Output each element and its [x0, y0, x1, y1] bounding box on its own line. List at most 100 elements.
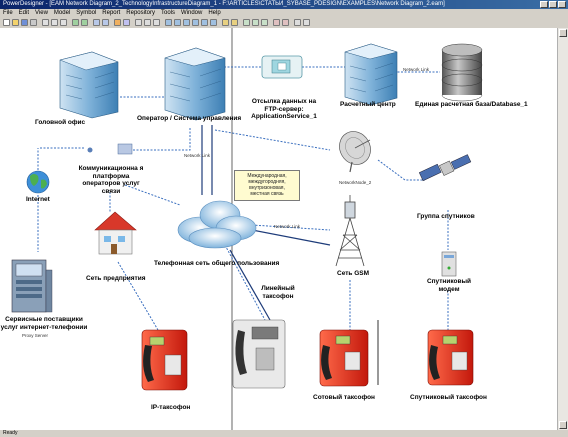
database-tool-icon[interactable]: [192, 19, 199, 26]
sat-phone-label: Спутниковый таксофон: [410, 394, 487, 401]
note-tool-icon[interactable]: [222, 19, 229, 26]
ip-phone-label: IP-таксофон: [151, 404, 191, 411]
link-cloud-line: [224, 244, 266, 321]
vertical-scrollbar[interactable]: [557, 28, 568, 430]
zoom-out-icon[interactable]: [102, 19, 109, 26]
check-model-icon[interactable]: [114, 19, 121, 26]
enterprise-house-icon[interactable]: [94, 211, 137, 255]
enterprise-label: Сеть предприятия: [86, 275, 146, 282]
menu-symbol[interactable]: Symbol: [76, 10, 97, 16]
link-comm-cloud: [124, 184, 181, 206]
grabber-icon[interactable]: [144, 19, 151, 26]
proxy-label: Proxy Server: [22, 333, 49, 338]
link-node-sat: [377, 159, 425, 181]
minimize-button[interactable]: [540, 1, 548, 8]
color-icon[interactable]: [282, 19, 289, 26]
satellite-group-label: Группа спутников: [417, 213, 475, 220]
print-icon[interactable]: [30, 19, 37, 26]
database-cylinder[interactable]: [441, 43, 483, 102]
proxy-server-icon[interactable]: [11, 259, 53, 313]
menu-edit[interactable]: Edit: [18, 10, 30, 16]
comm-platform-label: Коммуникационна я платформа операторов у…: [78, 165, 144, 195]
menu-repository[interactable]: Repository: [126, 10, 155, 16]
menu-bar: File Edit View Model Symbol Report Repository T…: [0, 9, 568, 18]
zoom-in-icon[interactable]: [93, 19, 100, 26]
save-icon[interactable]: [21, 19, 28, 26]
font-icon[interactable]: [273, 19, 280, 26]
diagram-canvas[interactable]: Головной офис Оператор / Система управле…: [0, 28, 557, 430]
link-tool-icon[interactable]: [210, 19, 217, 26]
pointer-icon[interactable]: [135, 19, 142, 26]
copy-icon[interactable]: [51, 19, 58, 26]
window-controls: [539, 1, 566, 9]
undo-icon[interactable]: [72, 19, 79, 26]
menu-model[interactable]: Model: [53, 10, 71, 16]
node-tool-icon[interactable]: [165, 19, 172, 26]
title-bar: PowerDesigner - [EAM Network Diagram_2_T…: [0, 0, 568, 9]
scroll-down-button[interactable]: [559, 421, 567, 429]
network-links: [37, 66, 449, 331]
network-node-label: NetworkNode_2: [339, 180, 372, 185]
public-net-label: Телефонная сеть общего пользования: [154, 260, 280, 267]
menu-tools[interactable]: Tools: [160, 10, 175, 16]
cut-icon[interactable]: [42, 19, 49, 26]
open-icon[interactable]: [12, 19, 19, 26]
gsm-tower-icon[interactable]: [335, 195, 365, 267]
note-box[interactable]: Международная, междугородняя, внутризоно…: [234, 170, 300, 201]
workstation-tool-icon[interactable]: [183, 19, 190, 26]
sat-payphone-icon[interactable]: [427, 329, 474, 386]
menu-view[interactable]: View: [35, 10, 48, 16]
satellite-modem-label: Спутниковый модем: [426, 278, 472, 293]
line-tool-icon[interactable]: [243, 19, 250, 26]
properties-icon[interactable]: [123, 19, 130, 26]
new-icon[interactable]: [3, 19, 10, 26]
network-tool-icon[interactable]: [201, 19, 208, 26]
diagram-svg: [11, 28, 483, 430]
internet-label: Internet: [26, 196, 50, 203]
line-payphone-icon[interactable]: [232, 319, 286, 389]
menu-file[interactable]: File: [3, 10, 13, 16]
rectangle-tool-icon[interactable]: [252, 19, 259, 26]
cell-phone-label: Сотовый таксофон: [313, 394, 375, 401]
redo-icon[interactable]: [81, 19, 88, 26]
link-operator-node: [214, 129, 331, 151]
ellipse-tool-icon[interactable]: [261, 19, 268, 26]
head-office-label: Головной офис: [35, 119, 86, 126]
close-button[interactable]: [558, 1, 566, 8]
head-office-building[interactable]: [59, 51, 119, 119]
internet-globe-icon[interactable]: [26, 170, 50, 194]
link-cloud-line-solid: [229, 249, 271, 321]
satellite-dish-icon[interactable]: [334, 126, 377, 173]
window-title: PowerDesigner - [EAM Network Diagram_2_T…: [3, 1, 445, 7]
server-tool-icon[interactable]: [174, 19, 181, 26]
comm-platform-icon[interactable]: [87, 143, 133, 155]
public-network-cloud[interactable]: [177, 200, 257, 249]
zoom-tool-icon[interactable]: [153, 19, 160, 26]
status-text: Ready: [3, 430, 18, 436]
text-tool-icon[interactable]: [231, 19, 238, 26]
network-link-label-gsm: Network Link: [274, 224, 301, 229]
layout-icon[interactable]: [303, 19, 310, 26]
operator-building[interactable]: [164, 47, 226, 121]
maximize-button[interactable]: [549, 1, 557, 8]
providers-label: Сервисные поставщики услуг интернет-теле…: [0, 316, 88, 331]
menu-help[interactable]: Help: [208, 10, 221, 16]
direct-links: [201, 125, 331, 321]
cell-payphone-icon[interactable]: [319, 320, 379, 387]
link-enterprise-ipphone: [117, 261, 159, 331]
status-bar: Ready: [0, 430, 568, 437]
scroll-up-button[interactable]: [559, 29, 567, 37]
align-icon[interactable]: [294, 19, 301, 26]
link-cloud-gsm-solid: [251, 229, 331, 246]
menu-window[interactable]: Window: [181, 10, 203, 16]
calc-center-building[interactable]: [344, 43, 398, 106]
menu-report[interactable]: Report: [102, 10, 121, 16]
ftp-app-icon[interactable]: [261, 55, 303, 79]
link-operator-comm: [130, 128, 191, 151]
paste-icon[interactable]: [60, 19, 67, 26]
database-label: Единая расчетная база/Database_1: [415, 101, 528, 108]
ip-payphone-icon[interactable]: [141, 329, 188, 391]
satellite-modem-icon[interactable]: [441, 251, 457, 277]
satellite-icon[interactable]: [418, 154, 472, 182]
network-link-label-mid: Network Link: [184, 153, 211, 158]
